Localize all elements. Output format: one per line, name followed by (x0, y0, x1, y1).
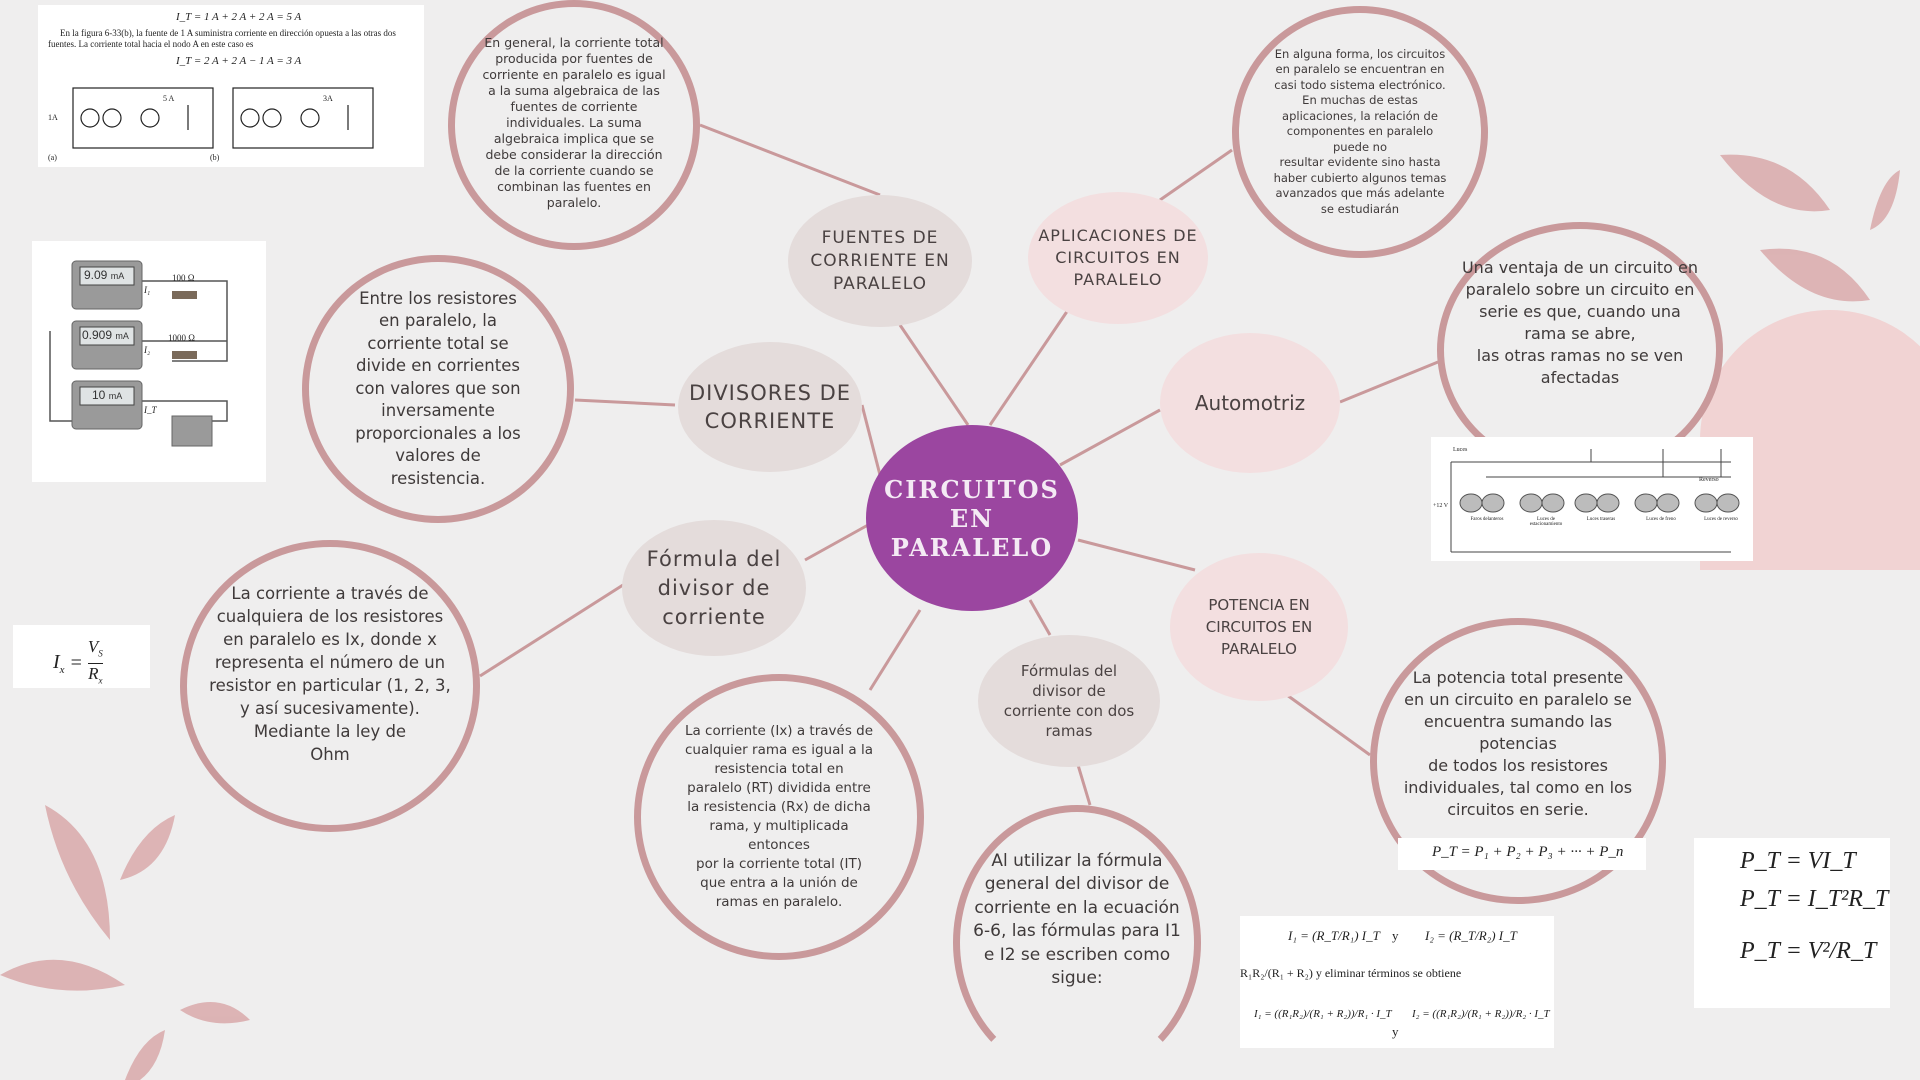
meter-1-reading: 9.09 mA (84, 268, 124, 282)
ix-fraction: VS Rx (87, 637, 103, 691)
caption-a: (a) (48, 153, 57, 162)
auto-label-estacionamiento: Luces de estacionamiento (1529, 517, 1563, 527)
source-5a-label: 5 A (163, 94, 175, 103)
meter-3-value: 10 (92, 388, 106, 402)
note-fuentes: En general, la corriente total producida… (448, 0, 700, 250)
note-divisores-text: Entre los resistores en paralelo, la cor… (355, 288, 521, 488)
auto-label-luces: Luces (1453, 447, 1468, 453)
current-i1-label: I₁ (144, 285, 151, 295)
note-automotriz: Una ventaja de un circuito en paralelo s… (1437, 222, 1723, 478)
source-1a-label: 1A (48, 113, 58, 122)
meter-2-unit: mA (115, 331, 129, 341)
two-branch-row2-left: I₁ = ((R₁R₂)/(R₁ + R₂))/R₁ · I_T (1254, 1008, 1392, 1020)
ix-num-sub: S (98, 648, 103, 659)
topic-potencia: POTENCIA EN CIRCUITOS EN PARALELO (1170, 553, 1348, 701)
auto-label-freno: Luces de freno (1646, 517, 1676, 522)
ix-lhs-sub: x (59, 664, 65, 677)
note-potencia-text: La potencia total presente en un circuit… (1403, 667, 1633, 819)
sources-equation-2: I_T = 2 A + 2 A − 1 A = 3 A (176, 55, 302, 67)
note-aplicaciones: En alguna forma, los circuitos en parale… (1232, 6, 1488, 258)
power-formula-1: P_T = VI_T (1740, 848, 1856, 874)
two-branch-middle: R₁R₂/(R₁ + R₂) y eliminar términos se ob… (1240, 966, 1462, 980)
ix-denominator: Rx (88, 664, 102, 690)
power-sum-figure: P_T = P₁ + P₂ + P₃ + ··· + P_n (1398, 838, 1646, 870)
automotive-lights-diagram (1450, 449, 1740, 553)
meter-2-value: 0.909 (82, 328, 113, 342)
ix-equals: = (70, 652, 82, 675)
automotive-lights-figure: Luces Reverso +12 V Faros delanteros Luc… (1431, 437, 1753, 561)
ix-numerator: VS (87, 637, 103, 665)
auto-label-traseras: Luces traseras (1586, 517, 1616, 522)
note-aplicaciones-text: En alguna forma, los circuitos en parale… (1273, 46, 1447, 216)
topic-dos-ramas: Fórmulas del divisor de corriente con do… (978, 635, 1160, 767)
source-3a-label: 3A (323, 94, 333, 103)
sources-text-1: En la figura 6-33(b), la fuente de 1 A s… (60, 28, 396, 38)
meter-3-reading: 10 mA (92, 388, 122, 402)
meters-circuit-figure: 9.09 mA 0.909 mA 10 mA 100 Ω 1000 Ω I₁ I… (32, 241, 266, 482)
resistor-2-label: 1000 Ω (168, 333, 195, 343)
two-branch-row1-y: y (1392, 928, 1399, 943)
two-branch-formulas-figure: I₁ = (R_T/R₁) I_T y I₂ = (R_T/R₂) I_T R₁… (1240, 916, 1554, 1048)
current-i2-label: I₂ (144, 345, 151, 355)
two-branch-row2-y: y (1392, 1024, 1399, 1039)
note-ix-rule-text: La corriente (Ix) a través de cualquier … (684, 723, 874, 910)
ix-formula-figure: Ix = VS Rx (13, 625, 150, 688)
note-formula-divisor-text: La corriente a través de cualquiera de l… (209, 583, 451, 764)
sources-circuit-diagram (72, 87, 374, 149)
ix-num-letter: V (87, 637, 99, 656)
auto-label-reverso: Reverso (1699, 477, 1719, 483)
sources-equation-1: I_T = 1 A + 2 A + 2 A = 5 A (176, 11, 302, 23)
ix-formula: Ix = VS Rx (53, 637, 103, 691)
topic-aplicaciones: APLICACIONES DE CIRCUITOS EN PARALELO (1028, 192, 1208, 324)
auto-label-reverso-lights: Luces de reverso (1704, 517, 1738, 522)
meters-circuit-diagram (49, 260, 228, 447)
leaf-top-right (1720, 154, 1900, 302)
auto-label-faros: Faros delanteros (1470, 517, 1504, 522)
note-formula-divisor: La corriente a través de cualquiera de l… (180, 540, 480, 832)
note-dos-ramas: Al utilizar la fórmula general del divis… (953, 805, 1201, 1080)
auto-label-12v: +12 V (1433, 503, 1449, 509)
ix-den-sub: x (98, 675, 103, 686)
ix-lhs: Ix (53, 651, 65, 676)
central-node: CIRCUITOS EN PARALELO (866, 425, 1078, 611)
leaf-bottom-left (0, 805, 250, 1080)
current-it-label: I_T (144, 405, 157, 415)
two-branch-row1-left: I₁ = (R_T/R₁) I_T (1288, 928, 1380, 943)
note-dos-ramas-text: Al utilizar la fórmula general del divis… (973, 850, 1181, 989)
power-formula-3: P_T = V²/R_T (1740, 938, 1877, 964)
power-sum-formula: P_T = P₁ + P₂ + P₃ + ··· + P_n (1432, 844, 1624, 860)
meter-3-unit: mA (108, 391, 123, 401)
note-divisores: Entre los resistores en paralelo, la cor… (302, 255, 574, 523)
note-automotriz-text: Una ventaja de un circuito en paralelo s… (1461, 257, 1699, 387)
ix-den-letter: R (88, 664, 99, 684)
sources-text-2: fuentes. La corriente total hacia el nod… (48, 39, 254, 49)
meter-1-unit: mA (110, 271, 125, 281)
meter-1-value: 9.09 (84, 268, 108, 282)
power-formulas-figure: P_T = VI_T P_T = I_T²R_T P_T = V²/R_T (1694, 838, 1890, 1008)
topic-formula-divisor: Fórmula del divisor de corriente (622, 520, 806, 656)
caption-b: (b) (210, 153, 220, 162)
topic-divisores: DIVISORES DE CORRIENTE (678, 342, 862, 472)
topic-fuentes: FUENTES DE CORRIENTE EN PARALELO (788, 195, 972, 327)
note-ix-rule: La corriente (Ix) a través de cualquier … (634, 674, 924, 960)
note-fuentes-text: En general, la corriente total producida… (482, 34, 666, 210)
ix-lhs-letter: I (53, 651, 60, 674)
resistor-1-label: 100 Ω (172, 273, 195, 283)
power-formula-2: P_T = I_T²R_T (1740, 886, 1889, 912)
meter-2-reading: 0.909 mA (82, 328, 129, 342)
two-branch-row1-right: I₂ = (R_T/R₂) I_T (1425, 928, 1517, 943)
two-branch-row2-right: I₂ = ((R₁R₂)/(R₁ + R₂))/R₂ · I_T (1412, 1008, 1550, 1020)
current-sources-figure: I_T = 1 A + 2 A + 2 A = 5 A En la figura… (38, 5, 424, 167)
topic-automotriz: Automotriz (1160, 333, 1340, 473)
